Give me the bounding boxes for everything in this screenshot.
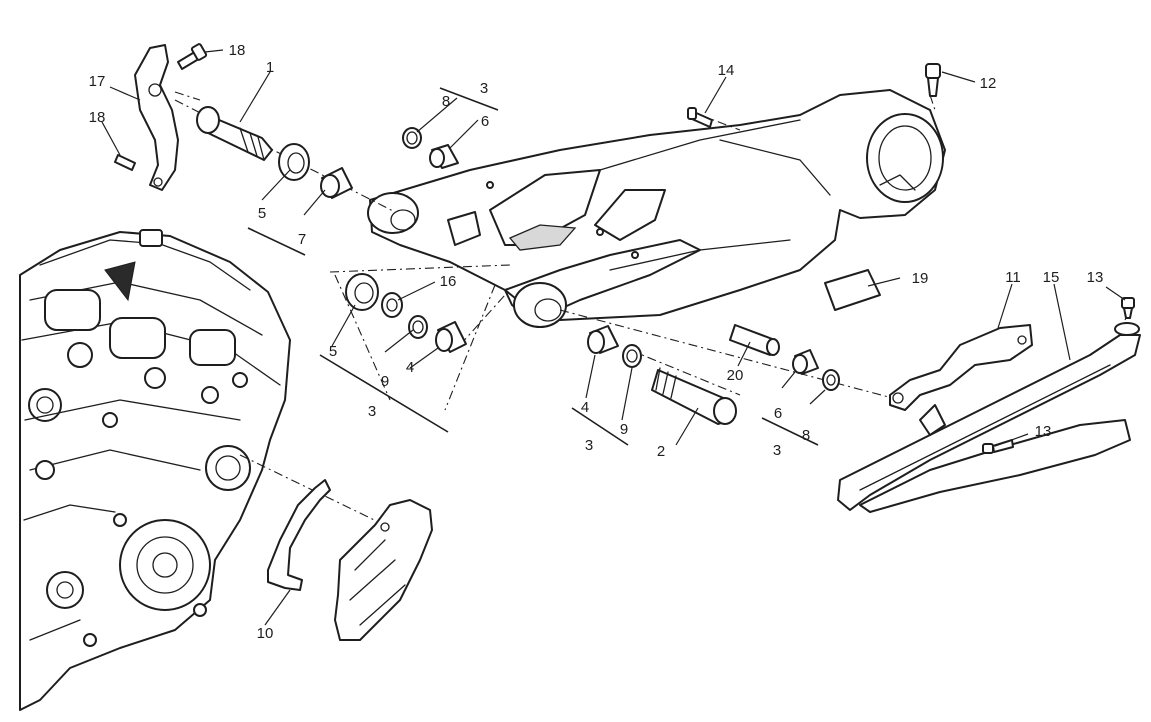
ring-8-lower: [822, 369, 840, 391]
group-brackets: [247, 87, 819, 446]
seal-5-upper: [278, 143, 310, 181]
seal-5-lower: [345, 273, 379, 311]
callout-6a: 6: [481, 113, 489, 130]
callout-4b: 4: [581, 399, 589, 416]
callout-8a: 8: [442, 93, 450, 110]
engine-intake-detail: [104, 261, 136, 302]
chain-guard-15: [837, 322, 1141, 513]
callout-13b: 13: [1035, 423, 1052, 440]
bolt-18-lower: [114, 154, 136, 171]
callout-7: 7: [298, 231, 306, 248]
callout-9b: 9: [620, 421, 628, 438]
bolt-18-upper: [177, 43, 208, 70]
callout-18b: 18: [89, 109, 106, 126]
ring-8-upper: [402, 127, 422, 149]
spacer-20: [729, 324, 780, 356]
swingarm-pivot-boss: [513, 282, 567, 328]
bushing-4-right: [587, 325, 619, 354]
callout-16: 16: [440, 273, 457, 290]
clip-10: [267, 479, 331, 591]
callout-18a: 18: [229, 42, 246, 59]
callout-15: 15: [1043, 269, 1060, 286]
pad-19: [824, 269, 881, 311]
sprocket-cover: [334, 499, 433, 641]
bushing-6-lower: [792, 349, 819, 375]
callout-2: 2: [657, 443, 665, 460]
swingarm: [367, 89, 946, 328]
callout-1: 1: [266, 59, 274, 76]
callout-labels: 1 2 3 3 3 3 4 4 5 5 6 6 7 8 8 9 9 10 11 …: [89, 42, 1104, 642]
callout-17: 17: [89, 73, 106, 90]
callout-3b: 3: [368, 403, 376, 420]
chain-bracket-11: [889, 324, 1033, 411]
cylinder-head-port-1: [44, 289, 101, 331]
screw-13-upper: [1121, 297, 1135, 319]
callout-19: 19: [912, 270, 929, 287]
callout-13a: 13: [1087, 269, 1104, 286]
callout-5b: 5: [329, 343, 337, 360]
callout-4a: 4: [406, 359, 414, 376]
ring-9-left: [408, 315, 428, 339]
callout-3a: 3: [480, 80, 488, 97]
callout-12: 12: [980, 75, 997, 92]
clutch-cover: [119, 519, 211, 611]
ring-16: [381, 292, 403, 318]
bushing-6-upper: [429, 144, 459, 169]
ring-9-right: [622, 344, 642, 368]
bushing-4-left: [435, 321, 467, 353]
pivot-shaft-2: [651, 367, 737, 425]
bushing-7: [320, 167, 353, 199]
screw-14: [687, 107, 713, 128]
callout-9a: 9: [381, 373, 389, 390]
output-sprocket: [205, 445, 251, 491]
bolt-12: [925, 63, 941, 97]
callout-3c: 3: [585, 437, 593, 454]
callout-3d: 3: [773, 442, 781, 459]
callout-11: 11: [1005, 269, 1021, 286]
callout-10: 10: [257, 625, 274, 642]
engine-block: [19, 229, 291, 711]
hanger-bracket-17: [134, 44, 179, 191]
callout-14: 14: [718, 62, 735, 79]
callout-5a: 5: [258, 205, 266, 222]
leader-lines: [101, 49, 1126, 626]
pivot-shaft-1: [196, 106, 273, 161]
callout-8b: 8: [802, 427, 810, 444]
callout-6b: 6: [774, 405, 782, 422]
cylinder-head-port-2: [109, 317, 166, 359]
callout-20: 20: [727, 367, 744, 384]
